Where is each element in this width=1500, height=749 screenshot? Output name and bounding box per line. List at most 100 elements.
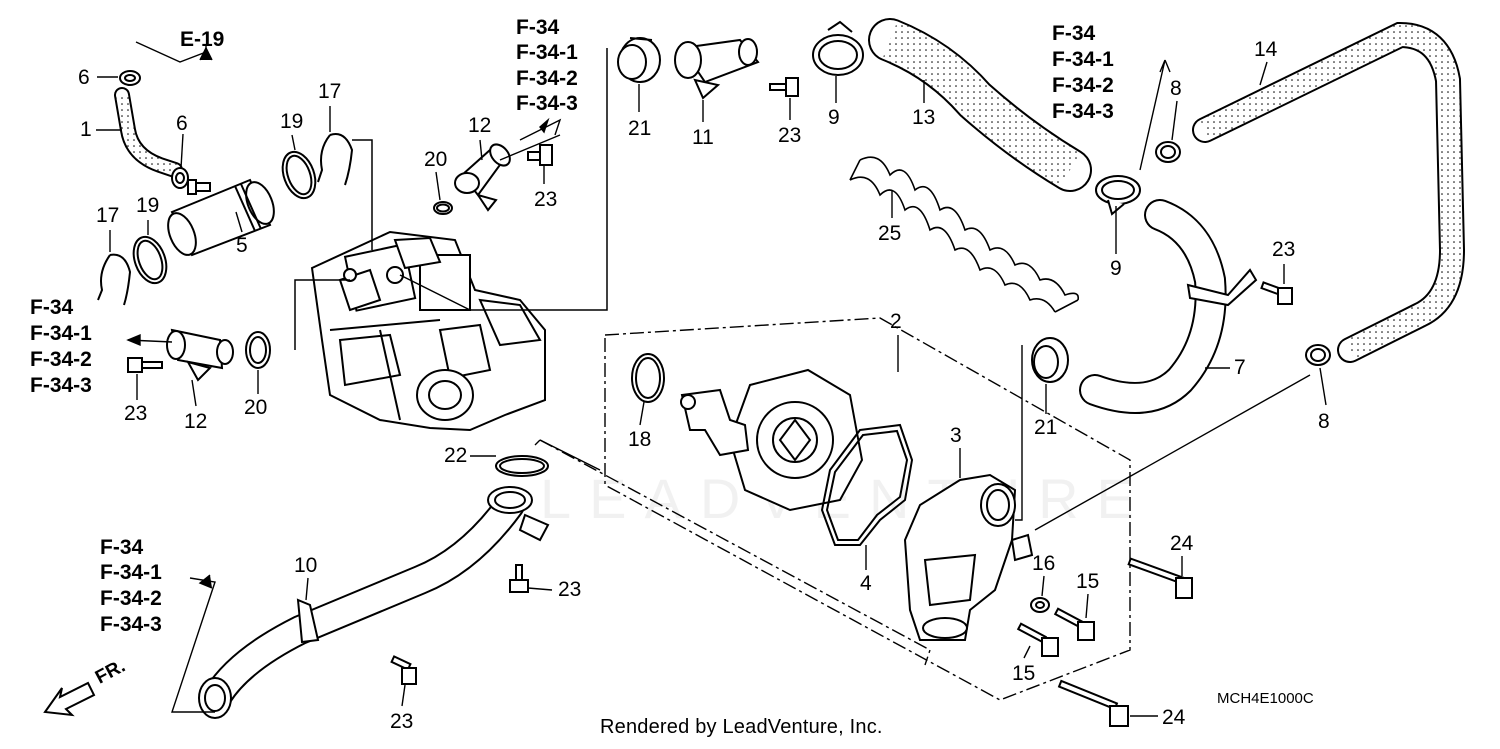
pump-leader-lines: [534, 335, 1311, 666]
callout-25: 25: [878, 222, 901, 245]
callout-13: 13: [912, 106, 935, 129]
callout-24-lower: 24: [1162, 706, 1186, 729]
callout-19-lower: 19: [136, 194, 159, 217]
callout-14: 14: [1254, 38, 1278, 61]
bolt-23-right: [1260, 281, 1293, 305]
clamp-6-lower: [171, 167, 189, 189]
bolt-24-upper: [1127, 557, 1193, 599]
pump-cover-3: [903, 473, 1034, 641]
clip-17-upper: [317, 133, 354, 186]
front-arrow-icon: [43, 681, 96, 717]
callout-19-upper: 19: [280, 110, 303, 133]
ref-f34-bottom-3: F-34-3: [100, 613, 162, 636]
clamp-8-upper: [1155, 141, 1181, 163]
ref-f34-top-right-1: F-34-1: [1052, 48, 1114, 71]
bolt-23-upper-mid: [527, 144, 553, 166]
engine-block: [310, 230, 546, 432]
callout-2: 2: [890, 310, 902, 333]
part-code: MCH4E1000C: [1217, 690, 1314, 707]
hose-13: [868, 18, 1092, 192]
bolt-23-lower-left: [127, 357, 163, 373]
seal-21-mid: [1031, 337, 1069, 383]
callout-24-upper: 24: [1170, 532, 1194, 555]
callout-21-mid: 21: [1034, 416, 1057, 439]
clamp-9-lower: [1095, 175, 1141, 216]
o-ring-22: [495, 455, 549, 477]
pipe-10-fittings: [198, 486, 550, 719]
ref-f34-bottom-0: F-34: [100, 536, 144, 559]
ref-f34-left-2: F-34-2: [30, 348, 92, 371]
callout-8-upper: 8: [1170, 77, 1182, 100]
callout-7: 7: [1234, 356, 1246, 379]
ref-f34-top-mid-0: F-34: [516, 16, 560, 39]
callout-23-right: 23: [1272, 238, 1295, 261]
hose-1: [114, 87, 183, 178]
callout-11: 11: [692, 126, 714, 149]
callout-15-lower: 15: [1012, 662, 1035, 685]
clamp-8-lower: [1305, 344, 1331, 366]
ref-e19: E-19: [180, 28, 224, 51]
callout-9-top: 9: [828, 106, 840, 129]
ref-f34-left-3: F-34-3: [30, 374, 92, 397]
spring-25: [849, 156, 1080, 313]
callout-6-lower: 6: [176, 112, 188, 135]
callout-5: 5: [236, 234, 248, 257]
fitting-12-upper: [454, 143, 511, 212]
callout-12-lower: 12: [184, 410, 207, 433]
callout-15-upper: 15: [1076, 570, 1099, 593]
callout-4: 4: [860, 572, 872, 595]
callout-23-pipe10: 23: [558, 578, 581, 601]
callout-17-upper: 17: [318, 80, 341, 103]
bolt-15-lower: [1016, 622, 1059, 657]
o-ring-20-lower: [245, 331, 271, 369]
callout-22: 22: [444, 444, 467, 467]
callout-23-lower-left: 23: [124, 402, 147, 425]
hose-7: [1079, 199, 1227, 414]
o-ring-19-lower: [132, 235, 168, 285]
clip-17-lower: [97, 253, 132, 306]
washer-16: [1030, 597, 1050, 613]
pipe-5: [167, 178, 275, 257]
ref-f34-left-1: F-34-1: [30, 322, 92, 345]
hose-14: [1192, 21, 1466, 363]
callout-8-lower: 8: [1318, 410, 1330, 433]
callout-16: 16: [1032, 552, 1055, 575]
water-pump: [680, 368, 864, 512]
callout-23-upper-mid: 23: [534, 188, 557, 211]
callout-leaders: [96, 61, 1327, 717]
ref-f34-top-mid-2: F-34-2: [516, 67, 578, 90]
engine-leaders: [294, 48, 608, 350]
callout-9-lower: 9: [1110, 257, 1122, 280]
bolt-small-left: [187, 179, 211, 195]
o-ring-19-upper: [281, 150, 317, 200]
callout-21-top: 21: [628, 117, 651, 140]
bolt-15-upper: [1053, 607, 1095, 641]
seal-21-top: [617, 37, 661, 83]
ref-f34-top-right-2: F-34-2: [1052, 74, 1114, 97]
gasket-4: [820, 423, 914, 546]
pump-assembly-outline: [604, 317, 1131, 701]
callout-1: 1: [80, 118, 92, 141]
clamp-6-top: [119, 70, 141, 86]
bolt-23-top: [769, 77, 799, 97]
callout-12-upper: 12: [468, 114, 491, 137]
ref-f34-top-right-3: F-34-3: [1052, 100, 1114, 123]
ref-f34-bottom-2: F-34-2: [100, 587, 162, 610]
callout-10: 10: [294, 554, 317, 577]
bolt-23-bottom: [390, 655, 417, 685]
callout-20-upper: 20: [424, 148, 447, 171]
hose-7-bracket: [1186, 268, 1258, 307]
callout-23-top: 23: [778, 124, 801, 147]
callout-20-lower: 20: [244, 396, 267, 419]
pipe-10: [203, 490, 525, 710]
footer-credit: Rendered by LeadVenture, Inc.: [600, 716, 883, 738]
o-ring-18: [631, 353, 665, 403]
callout-18: 18: [628, 428, 651, 451]
ref-f34-top-mid-1: F-34-1: [516, 41, 578, 64]
ref-f34-bottom-1: F-34-1: [100, 561, 162, 584]
callout-23-bottom: 23: [390, 710, 413, 733]
elbow-11: [674, 38, 760, 100]
ref-f34-top-mid-3: F-34-3: [516, 92, 578, 115]
o-ring-20-upper: [433, 201, 453, 215]
